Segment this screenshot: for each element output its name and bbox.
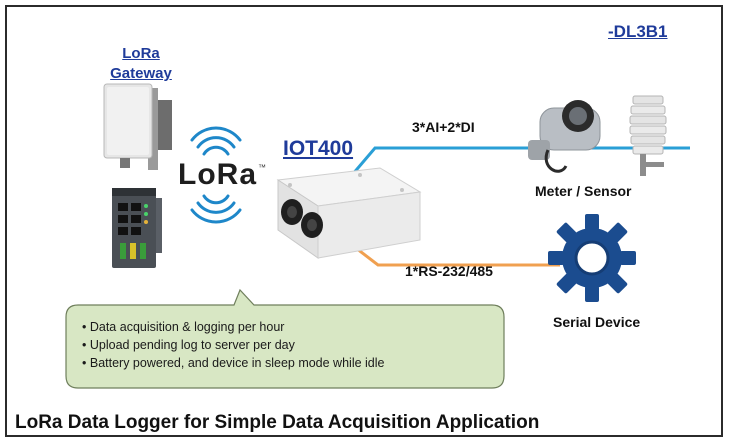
- gateway-title-line2: Gateway: [110, 65, 172, 82]
- gear-icon: [548, 214, 636, 302]
- model-code: -DL3B1: [608, 22, 668, 41]
- serial-device-label: Serial Device: [553, 314, 641, 330]
- water-meter-icon: [528, 100, 601, 173]
- weather-sensor-icon: [629, 95, 667, 176]
- router-icon: [112, 188, 162, 268]
- page-title: LoRa Data Logger for Simple Data Acquisi…: [15, 412, 540, 433]
- antenna-panel-icon: [103, 83, 172, 170]
- device-name: IOT400: [283, 137, 354, 160]
- feature-list: Data acquisition & logging per hour Uplo…: [82, 318, 512, 372]
- serial-io-label: 1*RS-232/485: [405, 263, 493, 279]
- lora-logo-text: LoRa: [178, 158, 257, 191]
- lora-trademark: ™: [258, 163, 266, 172]
- wireless-signal-icon: [190, 126, 242, 224]
- meter-sensor-label: Meter / Sensor: [535, 183, 632, 199]
- feature-item: Battery powered, and device in sleep mod…: [82, 354, 512, 372]
- analog-digital-io-label: 3*AI+2*DI: [412, 119, 475, 135]
- enclosure-icon: [276, 167, 422, 259]
- feature-item: Upload pending log to server per day: [82, 336, 512, 354]
- serial-connection-line: [351, 243, 560, 267]
- feature-item: Data acquisition & logging per hour: [82, 318, 512, 336]
- gateway-title-line1: LoRa: [122, 45, 160, 62]
- gateway-title: LoRa Gateway: [96, 44, 186, 84]
